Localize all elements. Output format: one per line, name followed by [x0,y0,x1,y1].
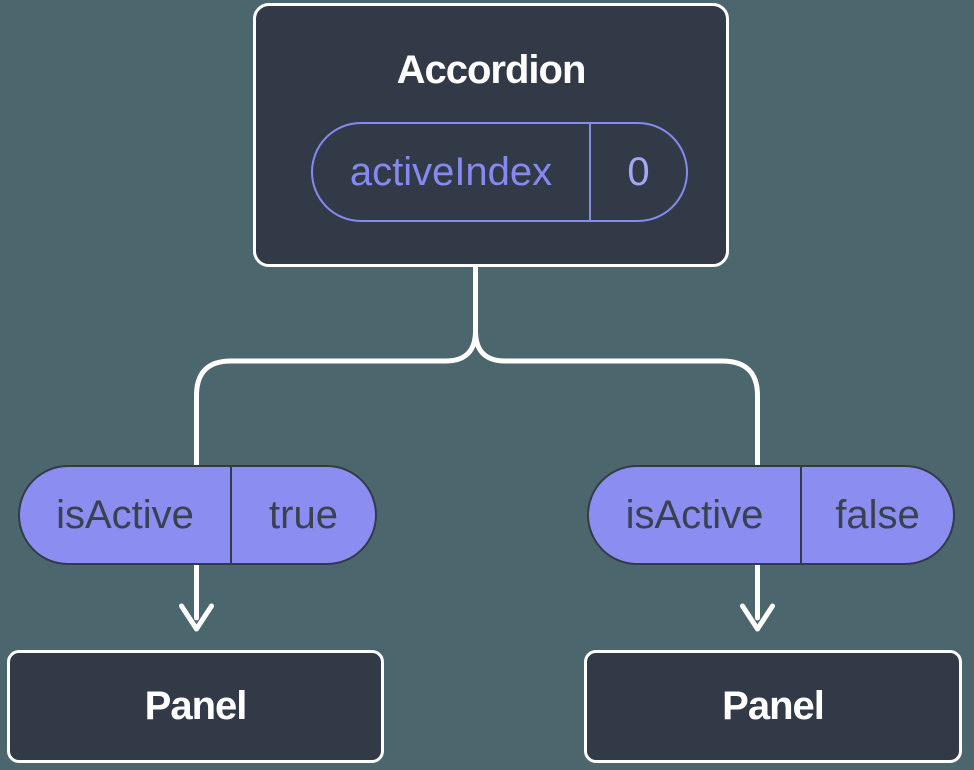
prop-value: true [269,493,338,537]
state-value: 0 [627,150,650,194]
prop-name: isActive [20,467,232,563]
state-name: activeIndex [313,124,591,220]
prop-name: isActive [589,467,802,563]
prop-value: false [835,493,920,537]
accordion-title: Accordion [396,48,587,92]
accordion-node: Accordion activeIndex 0 [253,3,729,267]
connector-branch-left [194,328,478,621]
arrow-down-icon [179,603,214,632]
panel-title: Panel [722,684,825,728]
prop-pill-right: isActive false [587,465,955,565]
arrow-down-icon [740,603,775,632]
panel-node-right: Panel [584,650,962,763]
panel-title: Panel [144,684,248,728]
connector-branch-right [473,328,760,621]
state-pill: activeIndex 0 [311,122,688,222]
panel-node-left: Panel [7,650,384,763]
prop-pill-left: isActive true [18,465,377,565]
